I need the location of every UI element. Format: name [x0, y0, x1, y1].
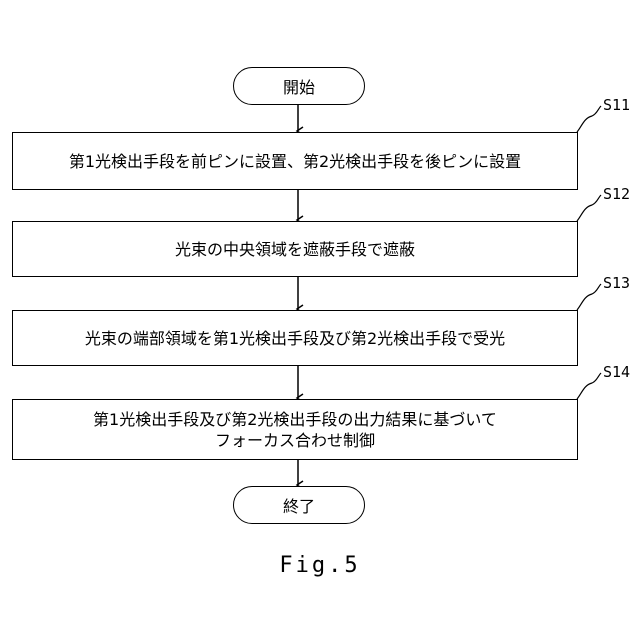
step-id-s13: S13	[603, 274, 630, 292]
process-text-s13: 光束の端部領域を第1光検出手段及び第2光検出手段で受光	[85, 328, 505, 349]
leader-s11	[577, 106, 601, 132]
step-id-s12: S12	[603, 185, 630, 203]
figure-caption: Fig.5	[0, 553, 640, 578]
start-label: 開始	[283, 74, 315, 98]
process-text-s14: 第1光検出手段及び第2光検出手段の出力結果に基づいて フォーカス合わせ制御	[93, 409, 497, 451]
leader-s12	[577, 195, 601, 221]
leader-s13	[577, 284, 601, 310]
process-box-s11: 第1光検出手段を前ピンに設置、第2光検出手段を後ピンに設置	[12, 132, 578, 190]
process-box-s12: 光束の中央領域を遮蔽手段で遮蔽	[12, 221, 578, 277]
process-text-s11: 第1光検出手段を前ピンに設置、第2光検出手段を後ピンに設置	[69, 151, 521, 172]
step-id-s11: S11	[603, 96, 630, 114]
end-label: 終了	[283, 493, 315, 517]
process-text-s12: 光束の中央領域を遮蔽手段で遮蔽	[175, 239, 415, 260]
step-id-s14: S14	[603, 363, 630, 381]
process-box-s13: 光束の端部領域を第1光検出手段及び第2光検出手段で受光	[12, 310, 578, 366]
start-terminal: 開始	[233, 67, 365, 105]
process-box-s14: 第1光検出手段及び第2光検出手段の出力結果に基づいて フォーカス合わせ制御	[12, 399, 578, 460]
leader-s14	[577, 373, 601, 399]
end-terminal: 終了	[233, 486, 365, 524]
